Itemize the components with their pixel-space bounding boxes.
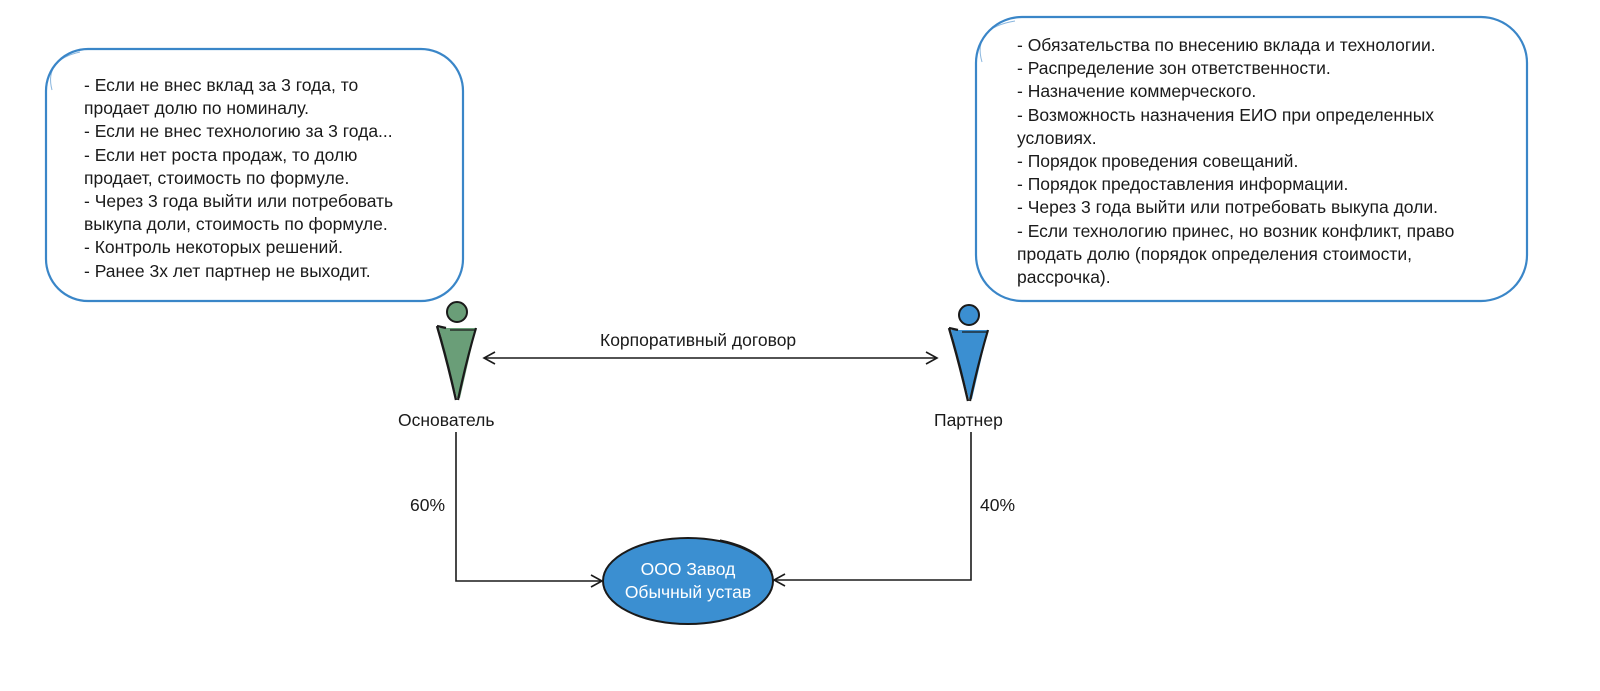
- partner-note-line: - Порядок предоставления информации.: [1017, 174, 1349, 195]
- founder-note-line: продает долю по номиналу.: [84, 98, 310, 119]
- founder-note-line: продает, стоимость по формуле.: [84, 167, 350, 188]
- founder-callout: [44, 47, 465, 303]
- partner-note-line: продать долю (порядок определения стоимо…: [1017, 243, 1412, 264]
- company-label: ООО Завод Обычный устав: [603, 558, 773, 604]
- founder-share-label: 60%: [410, 495, 446, 515]
- partner-note-line: условиях.: [1017, 127, 1097, 148]
- company-node: [602, 537, 774, 625]
- founder-note-line: - Ранее 3х лет партнер не выходит.: [84, 260, 371, 281]
- founder-ownership-connector: [455, 432, 604, 588]
- contract-label: Корпоративный договор: [600, 330, 797, 350]
- founder-note-line: - Через 3 года выйти или потребовать: [84, 191, 394, 212]
- company-charter: Обычный устав: [624, 582, 752, 602]
- founder-label: Основатель: [398, 410, 495, 430]
- founder-notes: - Если не внес вклад за 3 года, то прода…: [84, 74, 444, 283]
- company-name: ООО Завод: [640, 559, 736, 579]
- founder-note-line: - Если не внес вклад за 3 года, то: [84, 75, 359, 95]
- partner-share-label: 40%: [980, 495, 1016, 515]
- partner-ownership-connector: [772, 432, 972, 587]
- partner-notes: - Обязательства по внесению вклада и тех…: [1017, 34, 1517, 289]
- partner-callout: [974, 15, 1529, 303]
- partner-label: Партнер: [934, 410, 1003, 430]
- founder-note-line: - Если не внес технологию за 3 года...: [84, 121, 393, 142]
- founder-person-icon: [435, 301, 478, 401]
- founder-note-line: - Если нет роста продаж, то долю: [84, 144, 358, 165]
- partner-note-line: - Если технологию принес, но возник конф…: [1017, 220, 1455, 241]
- partner-note-line: - Возможность назначения ЕИО при определ…: [1017, 104, 1435, 125]
- partner-note-line: - Через 3 года выйти или потребовать вык…: [1017, 197, 1438, 218]
- partner-note-line: - Назначение коммерческого.: [1017, 81, 1257, 102]
- partner-note-line: - Обязательства по внесению вклада и тех…: [1017, 35, 1436, 55]
- partner-note-line: - Распределение зон ответственности.: [1017, 58, 1331, 79]
- partner-note-line: рассрочка).: [1017, 267, 1111, 288]
- founder-note-line: выкупа доли, стоимость по формуле.: [84, 214, 388, 235]
- partner-person-icon: [947, 304, 990, 402]
- founder-note-line: - Контроль некоторых решений.: [84, 237, 343, 258]
- partner-note-line: - Порядок проведения совещаний.: [1017, 151, 1299, 172]
